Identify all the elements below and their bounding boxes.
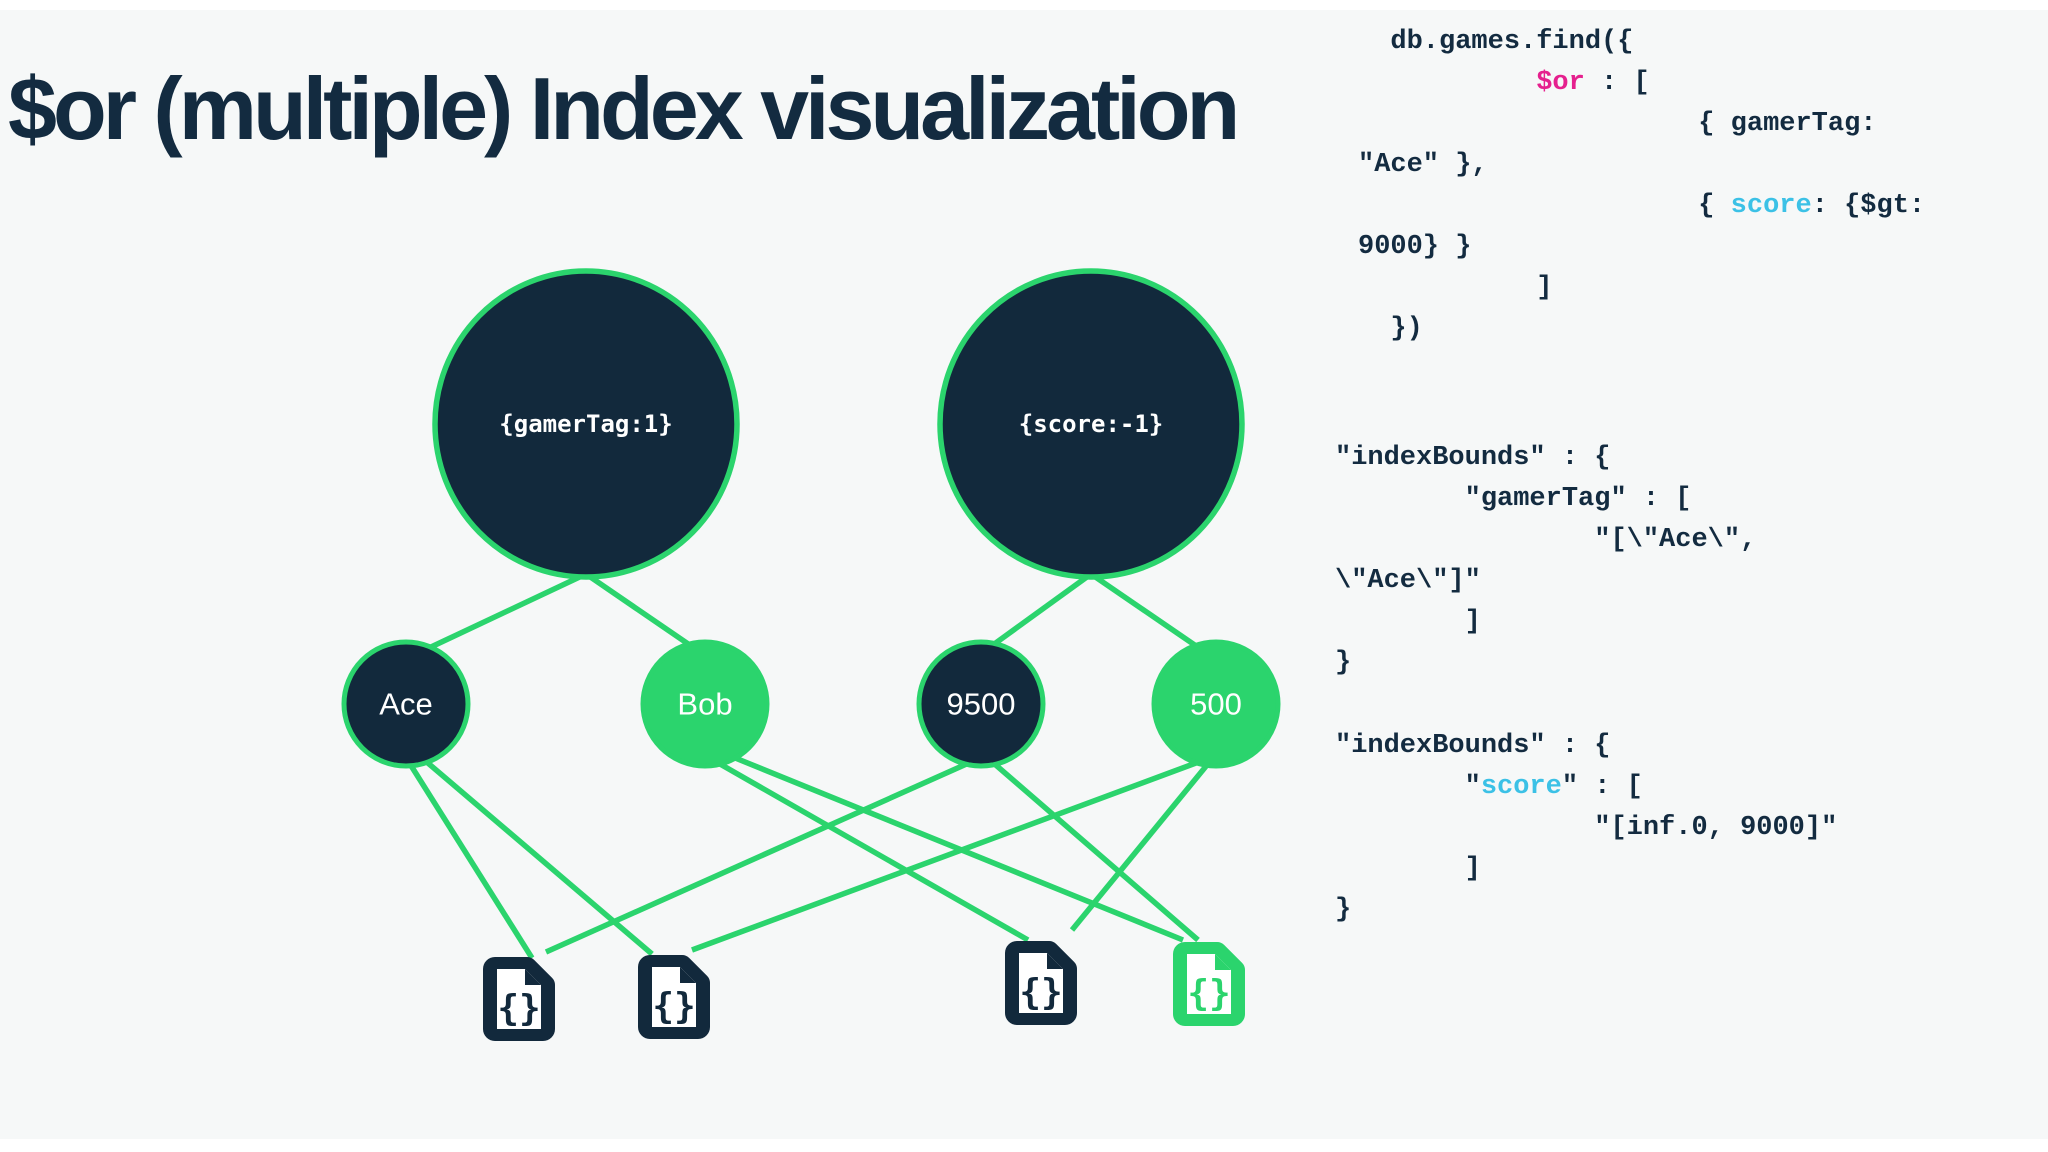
document-icon-doc-2: {} <box>638 954 711 1039</box>
index-node-idx-gamertag: {gamerTag:1} <box>432 268 740 580</box>
query-code-token: : [ <box>1584 68 1650 98</box>
index-bounds-gamertag-line-2: "gamerTag" : [ <box>1335 479 1756 520</box>
index-bounds-gamertag-token: ] <box>1335 607 1481 637</box>
index-bounds-gamertag-token: "gamerTag" : [ <box>1335 484 1692 514</box>
index-bounds-gamertag-line-5: ] <box>1335 602 1756 643</box>
query-code-token-cyan: score <box>1730 191 1812 221</box>
query-code-token: }) <box>1358 314 1423 344</box>
query-code-token: ] <box>1358 273 1553 303</box>
idx-score-label: {score:-1} <box>1019 410 1164 438</box>
index-node-idx-score: {score:-1} <box>937 268 1245 580</box>
doc-2-fold <box>680 967 696 983</box>
index-bounds-gamertag-token: \"Ace\"]" <box>1335 566 1481 596</box>
doc-2-braces: {} <box>652 986 695 1027</box>
key-9500-shape <box>916 639 1046 769</box>
query-code-line-2: $or : [ <box>1358 63 1925 104</box>
key-node-key-500: 500 <box>1151 639 1281 769</box>
index-bounds-score-token: ] <box>1335 854 1481 884</box>
document-icon-doc-4: {} <box>1173 941 1246 1026</box>
index-bounds-gamertag-line-4: \"Ace\"]" <box>1335 561 1756 602</box>
index-bounds-gamertag-line-1: "indexBounds" : { <box>1335 438 1756 479</box>
key-node-key-ace: Ace <box>341 639 471 769</box>
index-bounds-score-line-3: "[inf.0, 9000]" <box>1335 808 1837 849</box>
edge-key-9500-to-doc-1 <box>544 759 973 955</box>
edge-key-ace-to-doc-1 <box>407 762 535 960</box>
index-bounds-score-token: } <box>1335 895 1352 925</box>
query-code-line-3: { gamerTag: <box>1358 104 1925 145</box>
query-code-token: db.games.find({ <box>1358 27 1634 57</box>
key-node-key-bob: Bob <box>640 639 770 769</box>
doc-4-braces: {} <box>1187 973 1230 1014</box>
doc-1-braces: {} <box>497 988 540 1029</box>
query-code-line-1: db.games.find({ <box>1358 22 1925 63</box>
index-bounds-score-token: " <box>1335 772 1481 802</box>
edge-key-bob-to-doc-4 <box>721 750 1185 943</box>
index-bounds-gamertag-token: } <box>1335 648 1352 678</box>
query-code-token <box>1358 68 1536 98</box>
edge-key-bob-to-doc-3 <box>711 757 1030 943</box>
doc-4-fold <box>1215 954 1231 970</box>
index-bounds-score: "indexBounds" : { "score" : [ "[inf.0, 9… <box>1335 726 1837 931</box>
edge-key-9500-to-doc-4 <box>988 757 1200 943</box>
idx-gamertag-shape <box>432 268 740 580</box>
slide-title: $or (multiple) Index visualization <box>8 59 1240 158</box>
query-code-token: 9000} } <box>1358 232 1472 262</box>
query-code-token-magenta: $or <box>1536 68 1585 98</box>
key-ace-label: Ace <box>379 687 432 722</box>
doc-3-braces: {} <box>1019 972 1062 1013</box>
query-code-line-4: "Ace" }, <box>1358 145 1925 186</box>
key-bob-shape <box>640 639 770 769</box>
query-code-token: : {$gt: <box>1811 191 1926 221</box>
query-code-token: { <box>1358 191 1731 221</box>
index-bounds-score-token: " : [ <box>1561 772 1643 802</box>
index-bounds-score-line-5: } <box>1335 890 1837 931</box>
index-bounds-score-line-1: "indexBounds" : { <box>1335 726 1837 767</box>
idx-score-shape <box>937 268 1245 580</box>
index-bounds-score-token: "[inf.0, 9000]" <box>1335 813 1838 843</box>
query-code-line-8: }) <box>1358 309 1925 350</box>
document-icon-doc-3: {} <box>1005 940 1078 1025</box>
index-bounds-gamertag-token: "indexBounds" : { <box>1335 443 1611 473</box>
document-icon-doc-1: {} <box>483 956 556 1041</box>
index-bounds-score-token: "indexBounds" : { <box>1335 731 1611 761</box>
edge-idx-score-to-key-500 <box>1089 571 1204 653</box>
key-500-label: 500 <box>1190 687 1242 722</box>
query-code-line-7: ] <box>1358 268 1925 309</box>
query-code: db.games.find({ $or : [ { gamerTag: "Ace"… <box>1358 22 1925 350</box>
index-bounds-gamertag: "indexBounds" : { "gamerTag" : [ "[\"Ace… <box>1335 438 1756 684</box>
edge-key-500-to-doc-3 <box>1069 763 1210 932</box>
key-ace-shape <box>341 639 471 769</box>
idx-gamertag-label: {gamerTag:1} <box>499 410 672 438</box>
key-node-key-9500: 9500 <box>916 639 1046 769</box>
query-code-token: { gamerTag: <box>1358 109 1877 139</box>
edge-idx-gamertag-to-key-ace <box>412 571 588 658</box>
edge-idx-score-to-key-9500 <box>984 571 1093 653</box>
bottom-white-strip <box>0 1139 2048 1152</box>
doc-1-fold <box>525 969 541 985</box>
index-bounds-score-line-4: ] <box>1335 849 1837 890</box>
index-bounds-gamertag-line-6: } <box>1335 643 1756 684</box>
key-bob-label: Bob <box>677 687 732 722</box>
index-bounds-score-line-2: "score" : [ <box>1335 767 1837 808</box>
doc-3-fold <box>1047 953 1063 969</box>
query-code-line-6: 9000} } <box>1358 227 1925 268</box>
query-code-line-5: { score: {$gt: <box>1358 186 1925 227</box>
key-9500-label: 9500 <box>947 687 1016 722</box>
index-bounds-score-token-cyan: score <box>1480 772 1562 802</box>
edge-key-ace-to-doc-2 <box>420 755 654 957</box>
index-bounds-gamertag-token: "[\"Ace\", <box>1335 525 1757 555</box>
index-bounds-gamertag-line-3: "[\"Ace\", <box>1335 520 1756 561</box>
top-white-strip <box>0 0 2048 10</box>
edge-key-500-to-doc-2 <box>691 757 1205 953</box>
key-500-shape <box>1151 639 1281 769</box>
query-code-token: "Ace" }, <box>1358 150 1488 180</box>
edge-idx-gamertag-to-key-bob <box>584 571 699 653</box>
